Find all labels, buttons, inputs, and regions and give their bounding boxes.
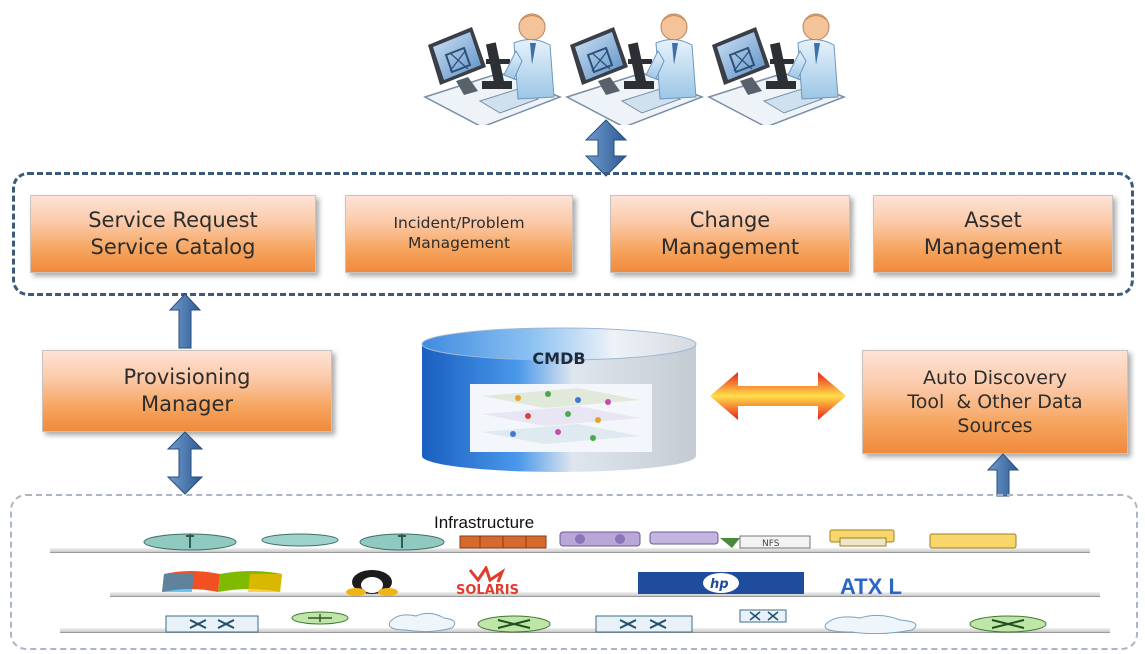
network-shelf bbox=[60, 628, 1110, 633]
change-management-box: Change Management bbox=[610, 195, 850, 273]
server-icon bbox=[559, 531, 641, 547]
atxl-text: ATX L bbox=[840, 574, 902, 596]
cmdb-database bbox=[421, 327, 697, 472]
storage-icon bbox=[829, 529, 895, 547]
service-request-line2: Service Catalog bbox=[90, 235, 256, 259]
network-devices-row bbox=[165, 609, 1047, 634]
service-request-line1: Service Request bbox=[88, 208, 258, 233]
asset-management-box: Asset Management bbox=[873, 195, 1113, 273]
incident-line1: Incident/Problem bbox=[393, 214, 525, 233]
atxl-logo-icon: ATX L bbox=[840, 574, 902, 596]
service-request-box: Service Request Service Catalog bbox=[30, 195, 316, 273]
solaris-text: SOLARIS bbox=[456, 583, 519, 596]
hp-text: hp bbox=[710, 577, 729, 592]
change-line1: Change bbox=[689, 208, 771, 233]
provisioning-line1: Provisioning bbox=[123, 365, 251, 390]
router-icon bbox=[291, 611, 349, 625]
user-workstation-icon bbox=[566, 13, 703, 125]
up-down-arrow-icon bbox=[584, 119, 628, 177]
provisioning-line2: Manager bbox=[140, 392, 234, 416]
incident-problem-box: Incident/Problem Management bbox=[345, 195, 573, 273]
router-icon bbox=[261, 533, 339, 547]
up-arrow-icon bbox=[986, 453, 1020, 497]
service-management-frame bbox=[12, 172, 1134, 296]
router-icon bbox=[969, 615, 1047, 633]
incident-line2: Management bbox=[407, 234, 511, 252]
asset-line2: Management bbox=[923, 235, 1063, 259]
switch-icon bbox=[595, 615, 693, 633]
discovery-line1: Auto Discovery bbox=[922, 366, 1068, 389]
asset-line1: Asset bbox=[964, 208, 1022, 233]
user-workstation-icon bbox=[424, 13, 561, 125]
provisioning-manager-box: Provisioning Manager bbox=[42, 350, 332, 432]
nfs-text: NFS bbox=[762, 539, 780, 549]
infrastructure-label: Infrastructure bbox=[434, 513, 535, 532]
switch-icon bbox=[739, 609, 787, 623]
change-line2: Management bbox=[660, 235, 800, 259]
infrastructure-devices-row: NFS bbox=[143, 529, 1017, 551]
firewall-icon bbox=[459, 535, 547, 549]
server-icon bbox=[649, 531, 719, 545]
up-down-arrow-icon bbox=[166, 431, 204, 495]
os-shelf bbox=[110, 592, 1100, 597]
left-right-arrow-icon bbox=[710, 372, 846, 420]
discovery-line3: Sources bbox=[957, 415, 1033, 438]
hp-logo-icon: hp bbox=[638, 572, 804, 594]
infrastructure-frame bbox=[10, 494, 1138, 650]
windows-logo-icon bbox=[162, 571, 282, 592]
auto-discovery-box: Auto Discovery Tool & Other Data Sources bbox=[862, 350, 1128, 454]
solaris-logo-icon: SOLARIS bbox=[456, 566, 519, 596]
router-icon bbox=[143, 533, 237, 551]
switch-icon bbox=[165, 615, 259, 633]
up-arrow-icon bbox=[168, 293, 202, 349]
cloud-icon bbox=[824, 614, 917, 634]
storage-icon bbox=[929, 533, 1017, 549]
router-icon bbox=[359, 533, 445, 551]
cmdb-network-image bbox=[470, 384, 652, 452]
cmdb-label: CMDB bbox=[532, 349, 586, 368]
router-icon bbox=[477, 615, 551, 633]
os-logos-row: SOLARIS hp ATX L bbox=[162, 566, 902, 596]
linux-penguin-icon bbox=[346, 570, 398, 596]
discovery-line2: Tool & Other Data bbox=[907, 390, 1083, 413]
cloud-icon bbox=[388, 612, 456, 633]
storage-icon: NFS bbox=[720, 535, 811, 549]
users-group bbox=[424, 13, 845, 125]
user-workstation-icon bbox=[708, 13, 845, 125]
infrastructure-shelf bbox=[50, 548, 1090, 553]
